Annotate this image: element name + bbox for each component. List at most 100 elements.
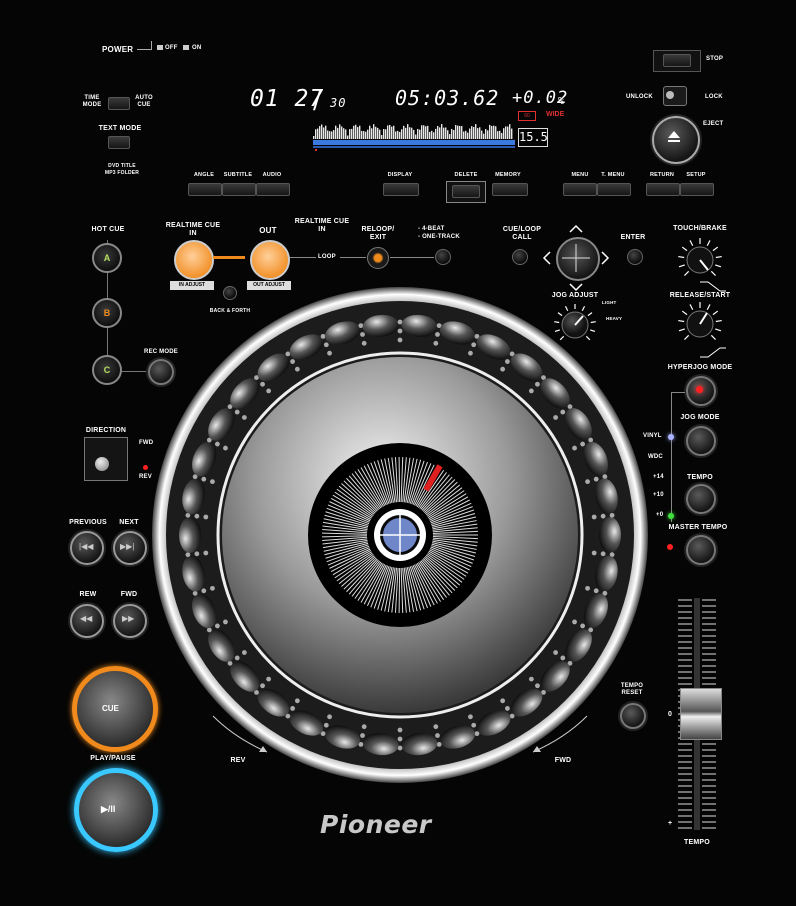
jog-wheel[interactable]	[150, 285, 650, 785]
jog-dot	[320, 731, 326, 737]
jog-tick	[423, 556, 458, 589]
dpad-center-button[interactable]	[556, 237, 600, 281]
jog-dimple	[510, 353, 543, 382]
jog-tick	[421, 476, 453, 511]
jog-dot	[397, 328, 403, 334]
cue-loop-call-button[interactable]	[512, 249, 528, 265]
waveform-bar	[323, 127, 325, 139]
jog-dimple	[230, 378, 260, 409]
hot-cue-c-button[interactable]: C	[92, 355, 122, 385]
setup-button[interactable]	[680, 183, 714, 196]
previous-button[interactable]	[70, 531, 104, 565]
waveform-bar	[365, 131, 367, 139]
waveform-bar	[379, 129, 381, 139]
jog-dot	[214, 623, 220, 629]
jog-dot	[192, 474, 198, 480]
jog-dot	[294, 366, 300, 372]
jog-tick	[341, 483, 376, 514]
waveform-bar	[353, 125, 355, 139]
four-beat-button[interactable]	[435, 249, 451, 265]
waveform-bar	[349, 129, 351, 139]
jog-dot	[567, 660, 573, 666]
vinyl-led-icon	[668, 434, 674, 440]
jog-tick	[348, 559, 379, 595]
memory-label: MEMORY	[495, 172, 521, 178]
angle-button[interactable]	[188, 183, 222, 196]
waveform-bar	[359, 125, 361, 139]
text-mode-button[interactable]	[108, 136, 130, 149]
jog-tick	[326, 545, 370, 563]
play-pause-button[interactable]	[74, 768, 158, 852]
jog-adjust-knob[interactable]	[552, 302, 598, 348]
tempo-fader-knob[interactable]	[680, 688, 722, 740]
cue-button[interactable]	[72, 666, 158, 752]
hot-cue-a-button[interactable]: A	[92, 243, 122, 273]
direction-rev-label: REV	[139, 474, 152, 480]
stop-button[interactable]	[663, 54, 691, 67]
tempo-unit: %	[558, 96, 566, 107]
hyperjog-button[interactable]	[686, 376, 716, 406]
hot-cue-b-button[interactable]: B	[92, 298, 122, 328]
tempo-range-button[interactable]	[686, 484, 716, 514]
jog-tick	[416, 562, 441, 602]
touch-brake-knob[interactable]	[676, 236, 726, 286]
waveform-bar	[367, 129, 369, 139]
waveform-bar	[483, 133, 485, 139]
slash-glyph: /	[313, 86, 322, 114]
memory-button[interactable]	[492, 183, 528, 196]
power-on-mark-icon	[183, 45, 189, 50]
release-start-knob[interactable]	[676, 300, 726, 350]
jog-dot	[609, 512, 615, 518]
jog-mode-line-h	[671, 392, 685, 393]
next-button[interactable]	[113, 531, 147, 565]
back-forth-button[interactable]	[223, 286, 237, 300]
jog-dot	[266, 388, 272, 394]
jog-dot	[266, 676, 272, 682]
loop-out-button[interactable]	[250, 240, 290, 280]
jog-tick	[324, 514, 369, 528]
jog-dimple	[583, 441, 608, 477]
jog-dimple	[476, 334, 511, 360]
eject-icon	[668, 131, 680, 138]
subtitle-button[interactable]	[222, 183, 256, 196]
master-tempo-button[interactable]	[686, 535, 716, 565]
tempo-reset-button[interactable]	[620, 703, 646, 729]
t-menu-button[interactable]	[597, 183, 631, 196]
jog-mode-button[interactable]	[686, 426, 716, 456]
fader-tempo-label: TEMPO	[684, 839, 710, 846]
jog-dot	[234, 655, 240, 661]
jog-fwd-label: FWD	[554, 757, 572, 764]
jog-dot	[285, 713, 291, 719]
rec-mode-button[interactable]	[148, 359, 174, 385]
waveform-bar	[429, 131, 431, 139]
tempo-range-0: +0	[656, 512, 664, 518]
waveform-bar	[339, 124, 341, 139]
audio-button[interactable]	[256, 183, 290, 196]
jog-dot	[580, 623, 586, 629]
loop-in-button[interactable]	[174, 240, 214, 280]
fwd-button[interactable]	[113, 604, 147, 638]
delete-button[interactable]	[452, 185, 480, 198]
knob-tick	[554, 329, 560, 333]
out-adjust-label: OUT ADJUST	[247, 281, 291, 290]
jog-dot	[358, 323, 364, 329]
waveform-bar	[375, 126, 377, 139]
jog-dot	[509, 351, 515, 357]
jog-dot	[572, 445, 577, 451]
enter-button[interactable]	[627, 249, 643, 265]
rew-button[interactable]	[70, 604, 104, 638]
waveform-bar	[363, 131, 365, 139]
tempo-range-10: +10	[653, 492, 664, 498]
jog-dot	[435, 332, 440, 337]
jog-tick	[360, 467, 384, 507]
display-button[interactable]	[383, 183, 419, 196]
return-button[interactable]	[646, 183, 680, 196]
jog-tick	[357, 469, 383, 508]
time-mode-auto-cue-button[interactable]	[108, 97, 130, 110]
menu-button[interactable]	[563, 183, 597, 196]
knob-tick	[715, 319, 722, 323]
reloop-exit-button[interactable]	[367, 247, 389, 269]
jog-tick	[391, 457, 398, 503]
jog-dimple	[257, 353, 290, 382]
loop-line-2	[340, 257, 366, 258]
